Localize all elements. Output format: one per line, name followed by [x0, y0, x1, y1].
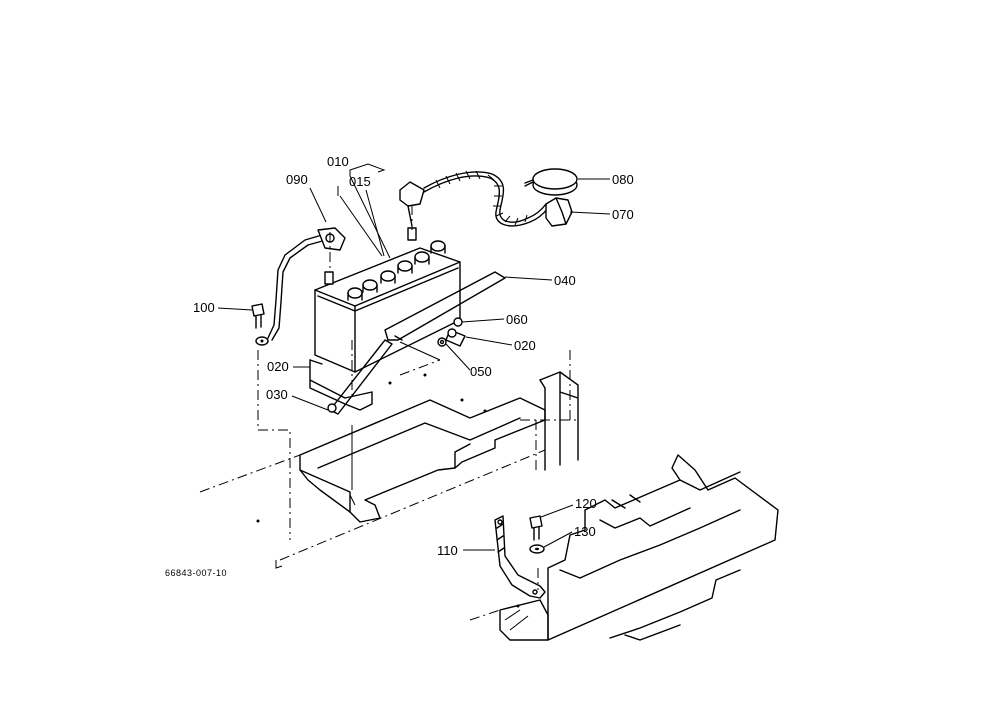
cable-coil-marks: [435, 170, 528, 226]
label-090: 090: [286, 172, 308, 187]
battery-hold-down: [327, 271, 506, 415]
battery: [314, 227, 461, 373]
battery-caps: [347, 240, 446, 301]
label-015: 015: [349, 174, 371, 189]
label-070: 070: [612, 207, 634, 222]
bolt-120: [529, 515, 543, 541]
label-050: 050: [470, 364, 492, 379]
diagram-code: 66843-007-10: [165, 568, 227, 578]
label-010: 010: [327, 154, 349, 169]
leader-lines: [217, 163, 611, 551]
label-120: 120: [575, 496, 597, 511]
label-100: 100: [193, 300, 215, 315]
terminal-cover-080: [524, 168, 578, 196]
battery-tray: [299, 397, 546, 523]
label-130: 130: [574, 524, 596, 539]
centre-lines: [199, 205, 580, 621]
label-040: 040: [554, 273, 576, 288]
washer-130: [529, 544, 545, 554]
part-labels: 010 015 090 100 020 030 080 070 040 060 …: [165, 154, 634, 578]
battery-holder-plate: [309, 359, 373, 411]
positive-cable: [399, 170, 573, 227]
negative-cable: [255, 227, 346, 346]
frame-post: [539, 371, 579, 471]
bolt-100: [251, 303, 265, 329]
label-060: 060: [506, 312, 528, 327]
ground-strap-110: [494, 515, 546, 599]
label-020-left: 020: [267, 359, 289, 374]
label-030: 030: [266, 387, 288, 402]
label-020-right: 020: [514, 338, 536, 353]
label-110: 110: [437, 543, 458, 558]
label-080: 080: [612, 172, 634, 187]
chassis-frame: [499, 454, 779, 641]
